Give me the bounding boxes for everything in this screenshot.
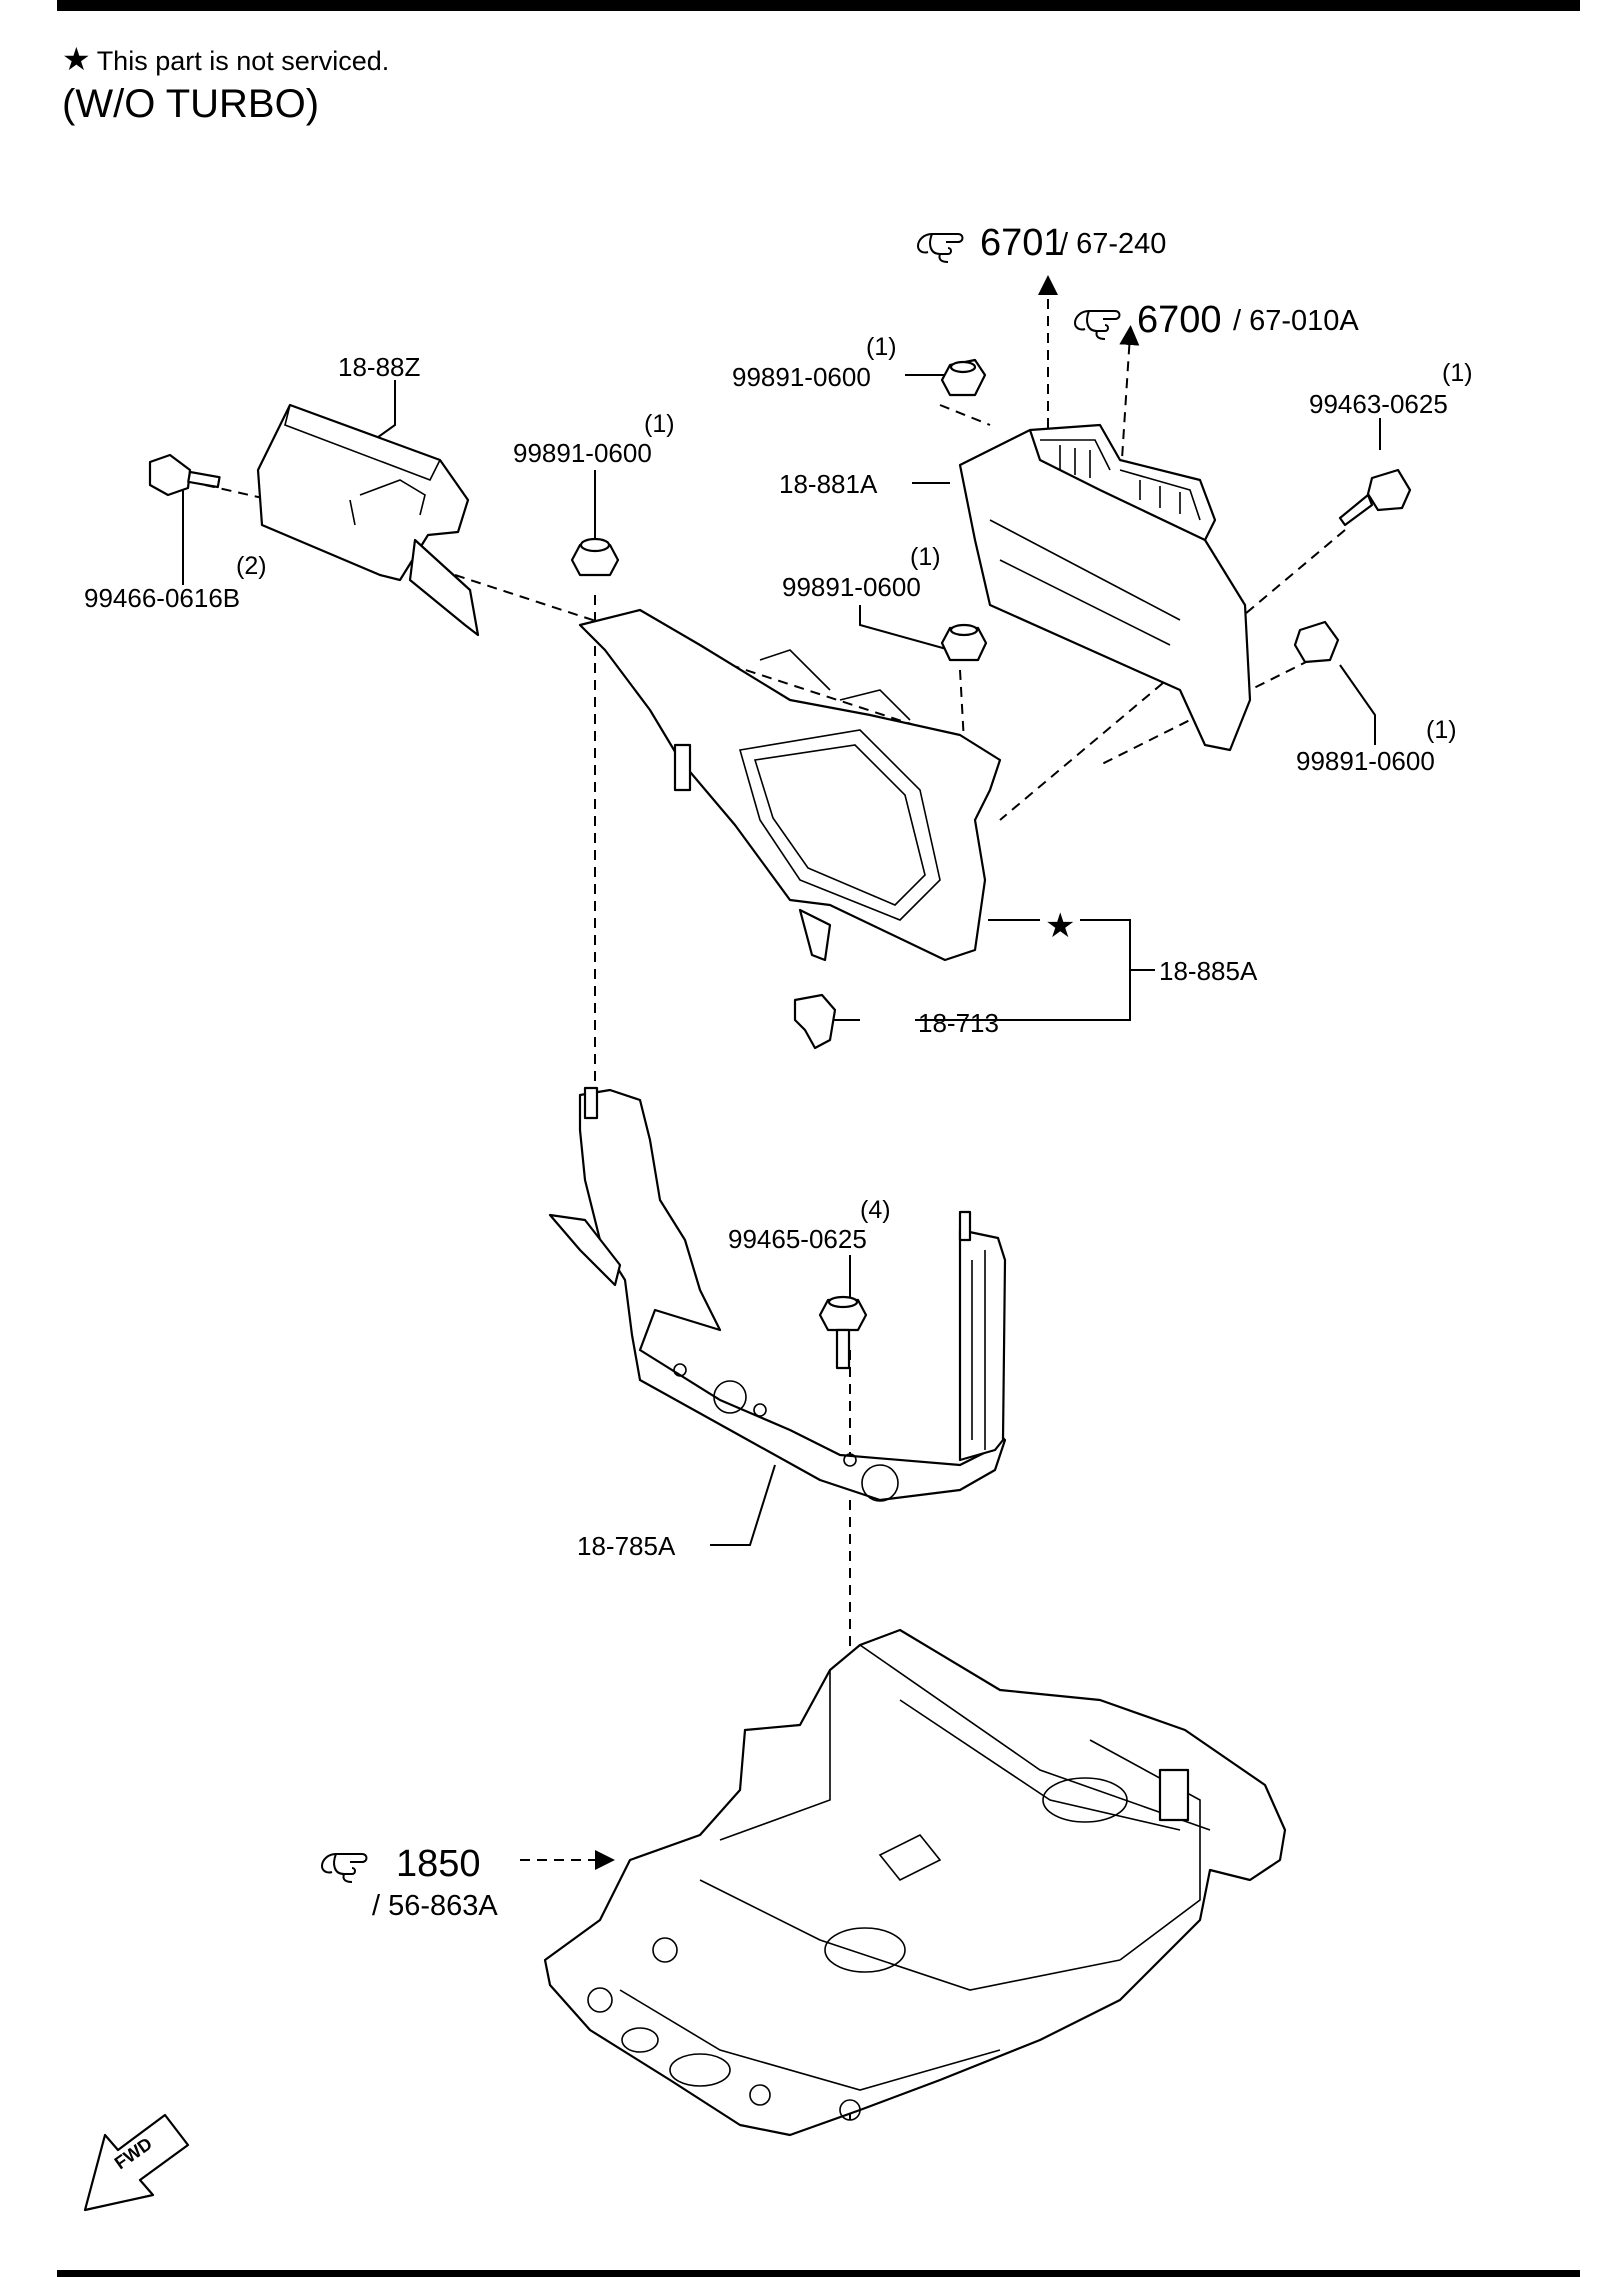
ref-6700-sub: / 67-010A [1233,305,1359,337]
nut-99891-a-drawing[interactable] [570,537,620,577]
ref-6700-callout[interactable]: 6700 / 67-010A [1074,299,1359,341]
label-18-885a[interactable]: 18-885A [1159,956,1258,986]
bolt-99466-drawing[interactable] [148,453,221,497]
label-18-713[interactable]: 18-713 [918,1008,999,1038]
variant-title: (W/O TURBO) [62,82,320,126]
bracket-18-885a-drawing[interactable] [578,608,1002,962]
label-99891-0600-b[interactable]: 99891-0600 [732,362,871,392]
label-99463-0625[interactable]: 99463-0625 [1309,389,1448,419]
label-99891-0600-a[interactable]: 99891-0600 [513,438,652,468]
clip-18-713-drawing[interactable] [793,993,837,1050]
top-border [57,0,1580,11]
label-18-88z[interactable]: 18-88Z [338,352,420,382]
pointing-hand-icon [917,233,964,263]
qty-99466: (2) [236,552,267,580]
ref-1850-callout[interactable]: 1850 / 56-863A [321,1843,498,1922]
qty-99891-d: (1) [1426,716,1457,744]
bolt-99465-drawing[interactable] [818,1295,868,1370]
label-18-785a[interactable]: 18-785A [577,1531,676,1561]
qty-99463: (1) [1442,359,1473,387]
qty-99891-c: (1) [910,543,941,571]
qty-99891-a: (1) [644,410,675,438]
ref-1850-number: 1850 [396,1843,481,1885]
fwd-arrow-icon: FWD [83,2113,190,2212]
label-18-881a[interactable]: 18-881A [779,469,878,499]
label-99466-0616b[interactable]: 99466-0616B [84,583,240,613]
nut-99891-d-drawing[interactable] [1293,620,1340,664]
qty-99891-b: (1) [866,333,897,361]
label-99465-0625[interactable]: 99465-0625 [728,1224,867,1254]
label-99891-0600-d[interactable]: 99891-0600 [1296,746,1435,776]
ref-6701-callout[interactable]: 6701 / 67-240 [917,222,1166,264]
battery-tray-1850-drawing[interactable] [543,1628,1287,2137]
bottom-border [57,2270,1580,2277]
star-icon: ★ [62,41,91,77]
label-99891-0600-c[interactable]: 99891-0600 [782,572,921,602]
ref-1850-sub: / 56-863A [372,1890,498,1922]
ref-6701-sub: / 67-240 [1060,228,1166,260]
ref-6701-number: 6701 [980,222,1065,264]
bolt-99463-drawing[interactable] [1338,468,1412,527]
note-text: This part is not serviced. [96,46,390,76]
leader-lines [182,374,1381,1546]
bracket-18-785a-drawing[interactable] [548,1086,1007,1502]
pointing-hand-icon [321,1853,368,1883]
pointing-hand-icon [1074,310,1121,340]
not-serviced-note: ★This part is not serviced. [62,40,389,78]
ecu-18-881a-drawing[interactable] [958,423,1252,752]
star-icon: ★ [1045,907,1075,945]
cover-18-88z-drawing[interactable] [256,403,480,637]
nut-99891-c-drawing[interactable] [940,623,988,662]
nut-99891-b-drawing[interactable] [940,358,987,397]
ref-6700-number: 6700 [1137,299,1222,341]
qty-99465: (4) [860,1196,891,1224]
